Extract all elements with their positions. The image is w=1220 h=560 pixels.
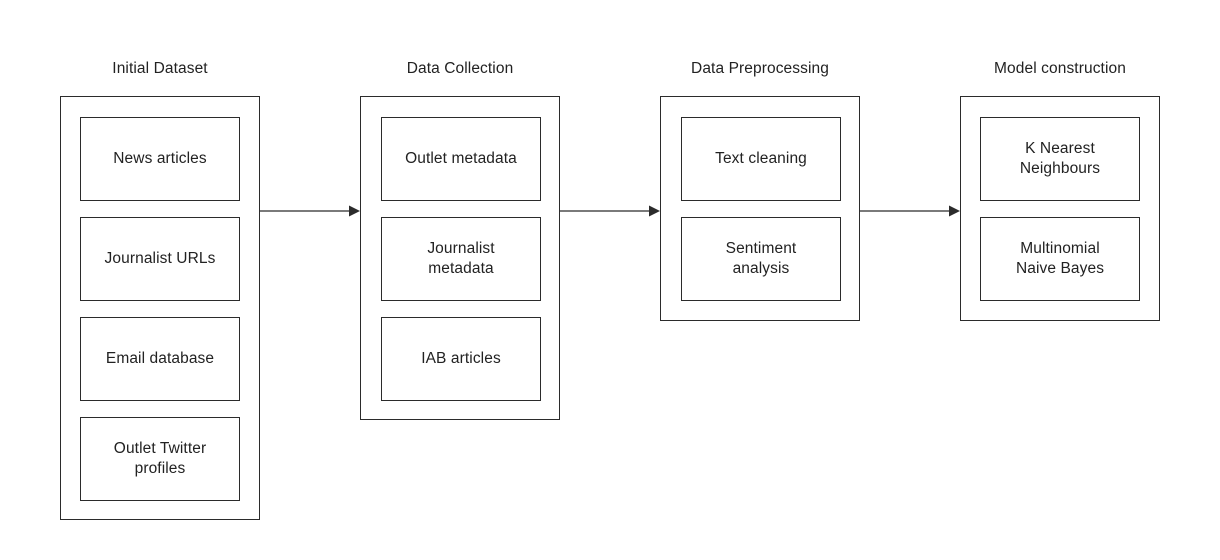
node-box: Text cleaning: [681, 117, 841, 201]
node-label: Multinomial Naive Bayes: [1015, 240, 1105, 277]
arrow-collection-to-preprocessing: [560, 205, 660, 217]
node-label: Journalist metadata: [427, 240, 495, 277]
node-label: Outlet metadata: [405, 150, 517, 168]
stage-title-initial-dataset: Initial Dataset: [112, 60, 208, 77]
node-label: News articles: [113, 150, 207, 168]
stage-title-data-collection: Data Collection: [406, 60, 514, 77]
node-box: Outlet Twitter profiles: [80, 417, 240, 501]
node-label: Outlet Twitter profiles: [113, 440, 207, 477]
node-box: Multinomial Naive Bayes: [980, 217, 1140, 301]
node-label: Text cleaning: [715, 150, 807, 168]
arrow-preprocessing-to-model: [860, 205, 960, 217]
stage-title-model-construction: Model construction: [994, 60, 1126, 77]
node-box: Sentiment analysis: [681, 217, 841, 301]
node-box: Journalist URLs: [80, 217, 240, 301]
arrow-head: [349, 205, 360, 217]
node-box: News articles: [80, 117, 240, 201]
node-label: Sentiment analysis: [725, 240, 797, 277]
node-label: Email database: [105, 350, 215, 368]
node-box: IAB articles: [381, 317, 541, 401]
node-box: K Nearest Neighbours: [980, 117, 1140, 201]
stage-title-data-preprocessing: Data Preprocessing: [691, 60, 829, 77]
node-box: Journalist metadata: [381, 217, 541, 301]
arrow-initial-to-collection: [260, 205, 360, 217]
node-label: Journalist URLs: [104, 250, 216, 268]
arrow-head: [649, 205, 660, 217]
node-label: IAB articles: [421, 350, 501, 368]
node-label: K Nearest Neighbours: [1019, 140, 1101, 177]
arrow-head: [949, 205, 960, 217]
node-box: Email database: [80, 317, 240, 401]
node-box: Outlet metadata: [381, 117, 541, 201]
